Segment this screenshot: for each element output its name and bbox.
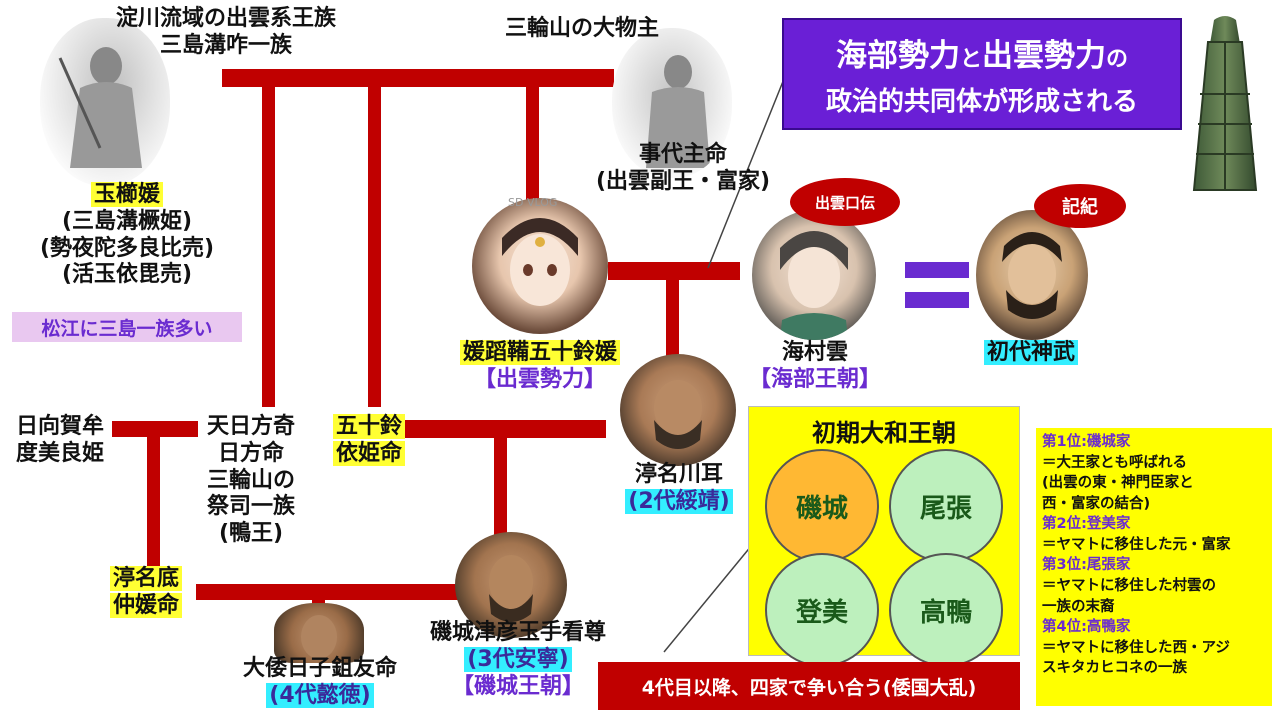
tree-line-isuzu-drop	[494, 438, 507, 550]
name-himetatara: 媛蹈鞴五十鈴媛	[459, 340, 620, 365]
tree-line-hyuga-bar	[112, 421, 198, 437]
tree-line-marriage-umi	[608, 262, 740, 280]
portrait-jinmu	[976, 210, 1088, 340]
label-amehikata: 天日方奇 日方命 三輪山の 祭司一族 (鴨王)	[206, 414, 295, 547]
dynasty-title: 初期大和王朝	[812, 419, 956, 447]
portrait-himetatara	[472, 198, 608, 334]
rank-2: 第2位:登美家 ＝ヤマトに移住した元・富家	[1042, 516, 1231, 553]
rank-4: 第4位:高鴨家 ＝ヤマトに移住した西・アジ スキタカヒコネの一族	[1042, 619, 1230, 677]
name-jinmu: 初代神武	[983, 340, 1078, 365]
tree-line-miwa-drop	[526, 87, 539, 202]
house-owari: 尾張	[889, 449, 1003, 563]
tree-line-left-drop-2	[368, 87, 381, 407]
ranking-box: 第1位:磯城家 ＝大王家とも呼ばれる (出雲の東・神門臣家と 西・富家の結合) …	[1036, 428, 1272, 706]
portrait-omononushi-ink	[612, 28, 732, 178]
label-jinmu: 初代神武	[958, 340, 1104, 367]
portrait-umimurakumo	[752, 210, 876, 340]
label-kotoshironushi: 事代主命 (出雲副王・富家)	[595, 142, 771, 194]
portrait-shikitsuhiko	[455, 532, 567, 638]
portrait-tamakushi-ink	[40, 18, 170, 186]
house-shiki: 磯城	[765, 449, 879, 563]
label-isuzuyori: 五十鈴 依姫命	[322, 414, 416, 468]
tree-line-top-bar	[222, 69, 614, 87]
label-omononushi: 三輪山の大物主	[504, 16, 659, 41]
rank-1: 第1位:磯城家 ＝大王家とも呼ばれる (出雲の東・神門臣家と 西・富家の結合)	[1042, 434, 1194, 512]
label-hyuga: 日向賀牟 度美良姫	[15, 414, 104, 466]
label-nunakawa: 渟名川耳 (2代綏靖)	[604, 462, 754, 516]
portrait-ohyamato	[274, 603, 364, 663]
note-matsue: 松江に三島一族多い	[12, 312, 242, 342]
badge-kiki: 記紀	[1034, 184, 1126, 228]
tree-line-umi-drop	[666, 280, 679, 362]
house-tomi: 登美	[765, 553, 879, 667]
tree-line-bottom-bar	[196, 584, 464, 600]
name-tamakushi: 玉櫛媛	[90, 182, 163, 207]
portrait-nunakawa	[620, 354, 736, 466]
tree-line-hyuga-drop	[147, 437, 160, 567]
badge-izumo-oral: 出雲口伝	[790, 178, 900, 226]
label-ohyamato: 大倭日子鉏友命 (4代懿徳)	[242, 656, 397, 708]
footer-banner: 4代目以降、四家で争い合う(倭国大乱)	[598, 662, 1020, 710]
label-mishima-clan: 淀川流域の出雲系王族 三島溝咋一族	[115, 6, 336, 58]
house-takakamo: 高鴨	[889, 553, 1003, 667]
watermark-sd-vlog: SD VLOG	[508, 196, 558, 209]
equals-sign	[905, 262, 969, 308]
dotaku-bell-image	[1178, 14, 1272, 204]
label-umimurakumo: 海村雲 【海部王朝】	[748, 340, 881, 392]
label-tamakushi: 玉櫛媛 (三島溝橛姫) (勢夜陀多良比売) (活玉依毘売)	[39, 182, 215, 288]
dynasty-box: 初期大和王朝 磯城 尾張 登美 高鴨	[748, 406, 1020, 667]
label-shikitsuhiko: 磯城津彦玉手看尊 (3代安寧) 【磯城王朝】	[429, 620, 606, 699]
tree-line-isuzu-bar	[392, 420, 606, 438]
tree-line-left-drop-1	[262, 87, 275, 407]
rank-3: 第3位:尾張家 ＝ヤマトに移住した村雲の 一族の末裔	[1042, 557, 1216, 615]
headline-box: 海部勢力と出雲勢力の 政治的共同体が形成される	[782, 18, 1182, 130]
label-nunasoko: 渟名底 仲媛命	[96, 566, 196, 620]
label-himetatara: 媛蹈鞴五十鈴媛 【出雲勢力】	[430, 340, 650, 394]
